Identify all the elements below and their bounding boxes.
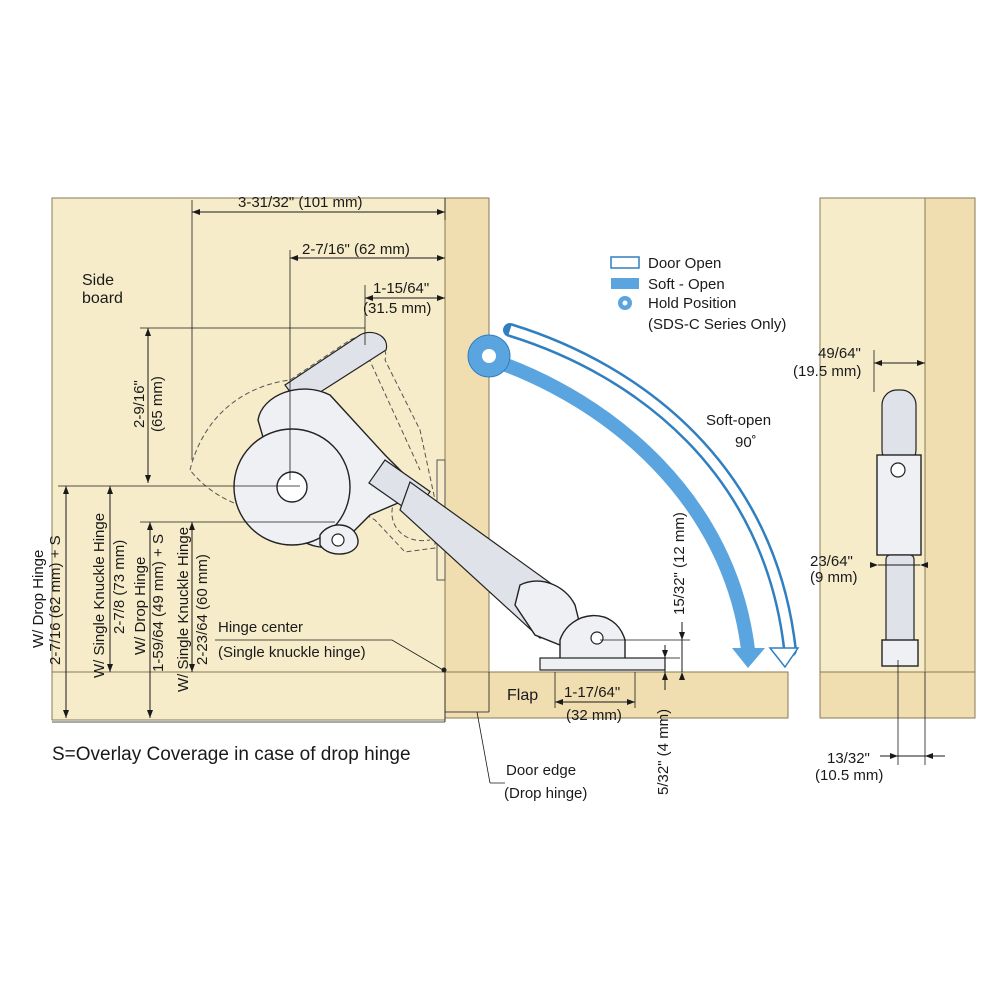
dim-32mm-in: 1-17/64"	[564, 684, 620, 701]
angle-label: 90˚	[735, 434, 757, 451]
hinge-center-label-2: (Single knuckle hinge)	[218, 644, 366, 661]
dim-4mm: 5/32" (4 mm)	[655, 709, 672, 795]
door-edge-label-1: Door edge	[506, 762, 576, 779]
dim-65mm-in: 2-9/16"	[131, 380, 148, 428]
legend-door-open: Door Open	[648, 255, 721, 272]
legend-hold-position: Hold Position	[648, 295, 736, 312]
flap-label: Flap	[507, 687, 538, 704]
side-board-label-2: board	[82, 290, 123, 307]
dim-drop-49-b: 1-59/64 (49 mm) + S	[150, 534, 167, 672]
side-view-pivot	[890, 462, 906, 478]
side-view-rod	[885, 554, 915, 646]
legend-soft-open-swatch	[611, 278, 639, 289]
side-view-right-board	[924, 197, 976, 673]
legend-door-open-swatch	[610, 256, 640, 269]
housing-inner	[276, 471, 308, 503]
dim-10mm-in: 13/32"	[827, 750, 870, 767]
stay-mechanism	[233, 331, 666, 673]
hinge-center-label-1: Hinge center	[218, 619, 303, 636]
soft-open-arrowhead	[732, 648, 765, 668]
flap-base-plate	[539, 657, 666, 671]
side-view-body	[876, 454, 922, 556]
side-view-foot	[881, 639, 919, 667]
dim-10mm-mm: (10.5 mm)	[815, 767, 883, 784]
dim-101mm: 3-31/32" (101 mm)	[238, 194, 363, 211]
soft-open-label: Soft-open	[706, 412, 771, 429]
dim-9mm-in: 23/64"	[810, 553, 853, 570]
dim-single-60-b: 2-23/64 (60 mm)	[194, 554, 211, 665]
side-view-mechanism	[876, 389, 922, 667]
door-open-arrowhead	[768, 647, 800, 669]
legend-hold-note: (SDS-C Series Only)	[648, 316, 786, 333]
side-view-top-piece	[881, 389, 917, 466]
dim-31mm-in: 1-15/64"	[373, 280, 429, 297]
door-panel	[444, 197, 490, 673]
arm-sleeve	[514, 580, 581, 646]
flap-pivot	[590, 631, 604, 645]
soft-open-arrow	[489, 353, 755, 651]
dim-single-60-a: W/ Single Knuckle Hinge	[175, 527, 192, 692]
overlay-note: S=Overlay Coverage in case of drop hinge	[52, 744, 411, 765]
lower-pivot	[331, 533, 345, 547]
legend: Door Open Soft - Open Hold Position (SDS…	[610, 255, 786, 333]
hinge-center-point	[441, 667, 447, 673]
dim-62mm-top: 2-7/16" (62 mm)	[302, 241, 410, 258]
dim-65mm-mm: (65 mm)	[149, 376, 166, 432]
vertical-dimensions: 2-9/16" (65 mm) W/ Drop Hinge 2-7/16 (62…	[30, 327, 690, 795]
dim-single-73-b: 2-7/8 (73 mm)	[111, 540, 128, 634]
opening-arrows	[467, 323, 800, 669]
dim-single-73-a: W/ Single Knuckle Hinge	[91, 513, 108, 678]
dim-19mm-in: 49/64"	[818, 345, 861, 362]
door-edge-label-2: (Drop hinge)	[504, 785, 587, 802]
dim-drop-49-a: W/ Drop Hinge	[132, 557, 149, 655]
dim-31mm-mm: (31.5 mm)	[363, 300, 431, 317]
legend-soft-open: Soft - Open	[648, 276, 725, 293]
side-view-flap	[819, 671, 976, 719]
side-board-lower	[51, 671, 446, 721]
dim-drop-62-b: 2-7/16 (62 mm) + S	[47, 535, 64, 665]
dim-32mm-mm: (32 mm)	[566, 707, 622, 724]
dim-19mm-mm: (19.5 mm)	[793, 363, 861, 380]
boards-main-view	[51, 197, 789, 721]
upper-link-arm	[284, 331, 388, 406]
dim-9mm-mm: (9 mm)	[810, 569, 858, 586]
dim-drop-62-a: W/ Drop Hinge	[30, 550, 47, 648]
horizontal-dimensions: 3-31/32" (101 mm) 2-7/16" (62 mm) 1-15/6…	[191, 194, 945, 784]
side-board-label-1: Side	[82, 272, 114, 289]
side-board	[51, 197, 446, 673]
flap-board	[444, 671, 789, 719]
dim-12mm: 15/32" (12 mm)	[671, 512, 688, 615]
